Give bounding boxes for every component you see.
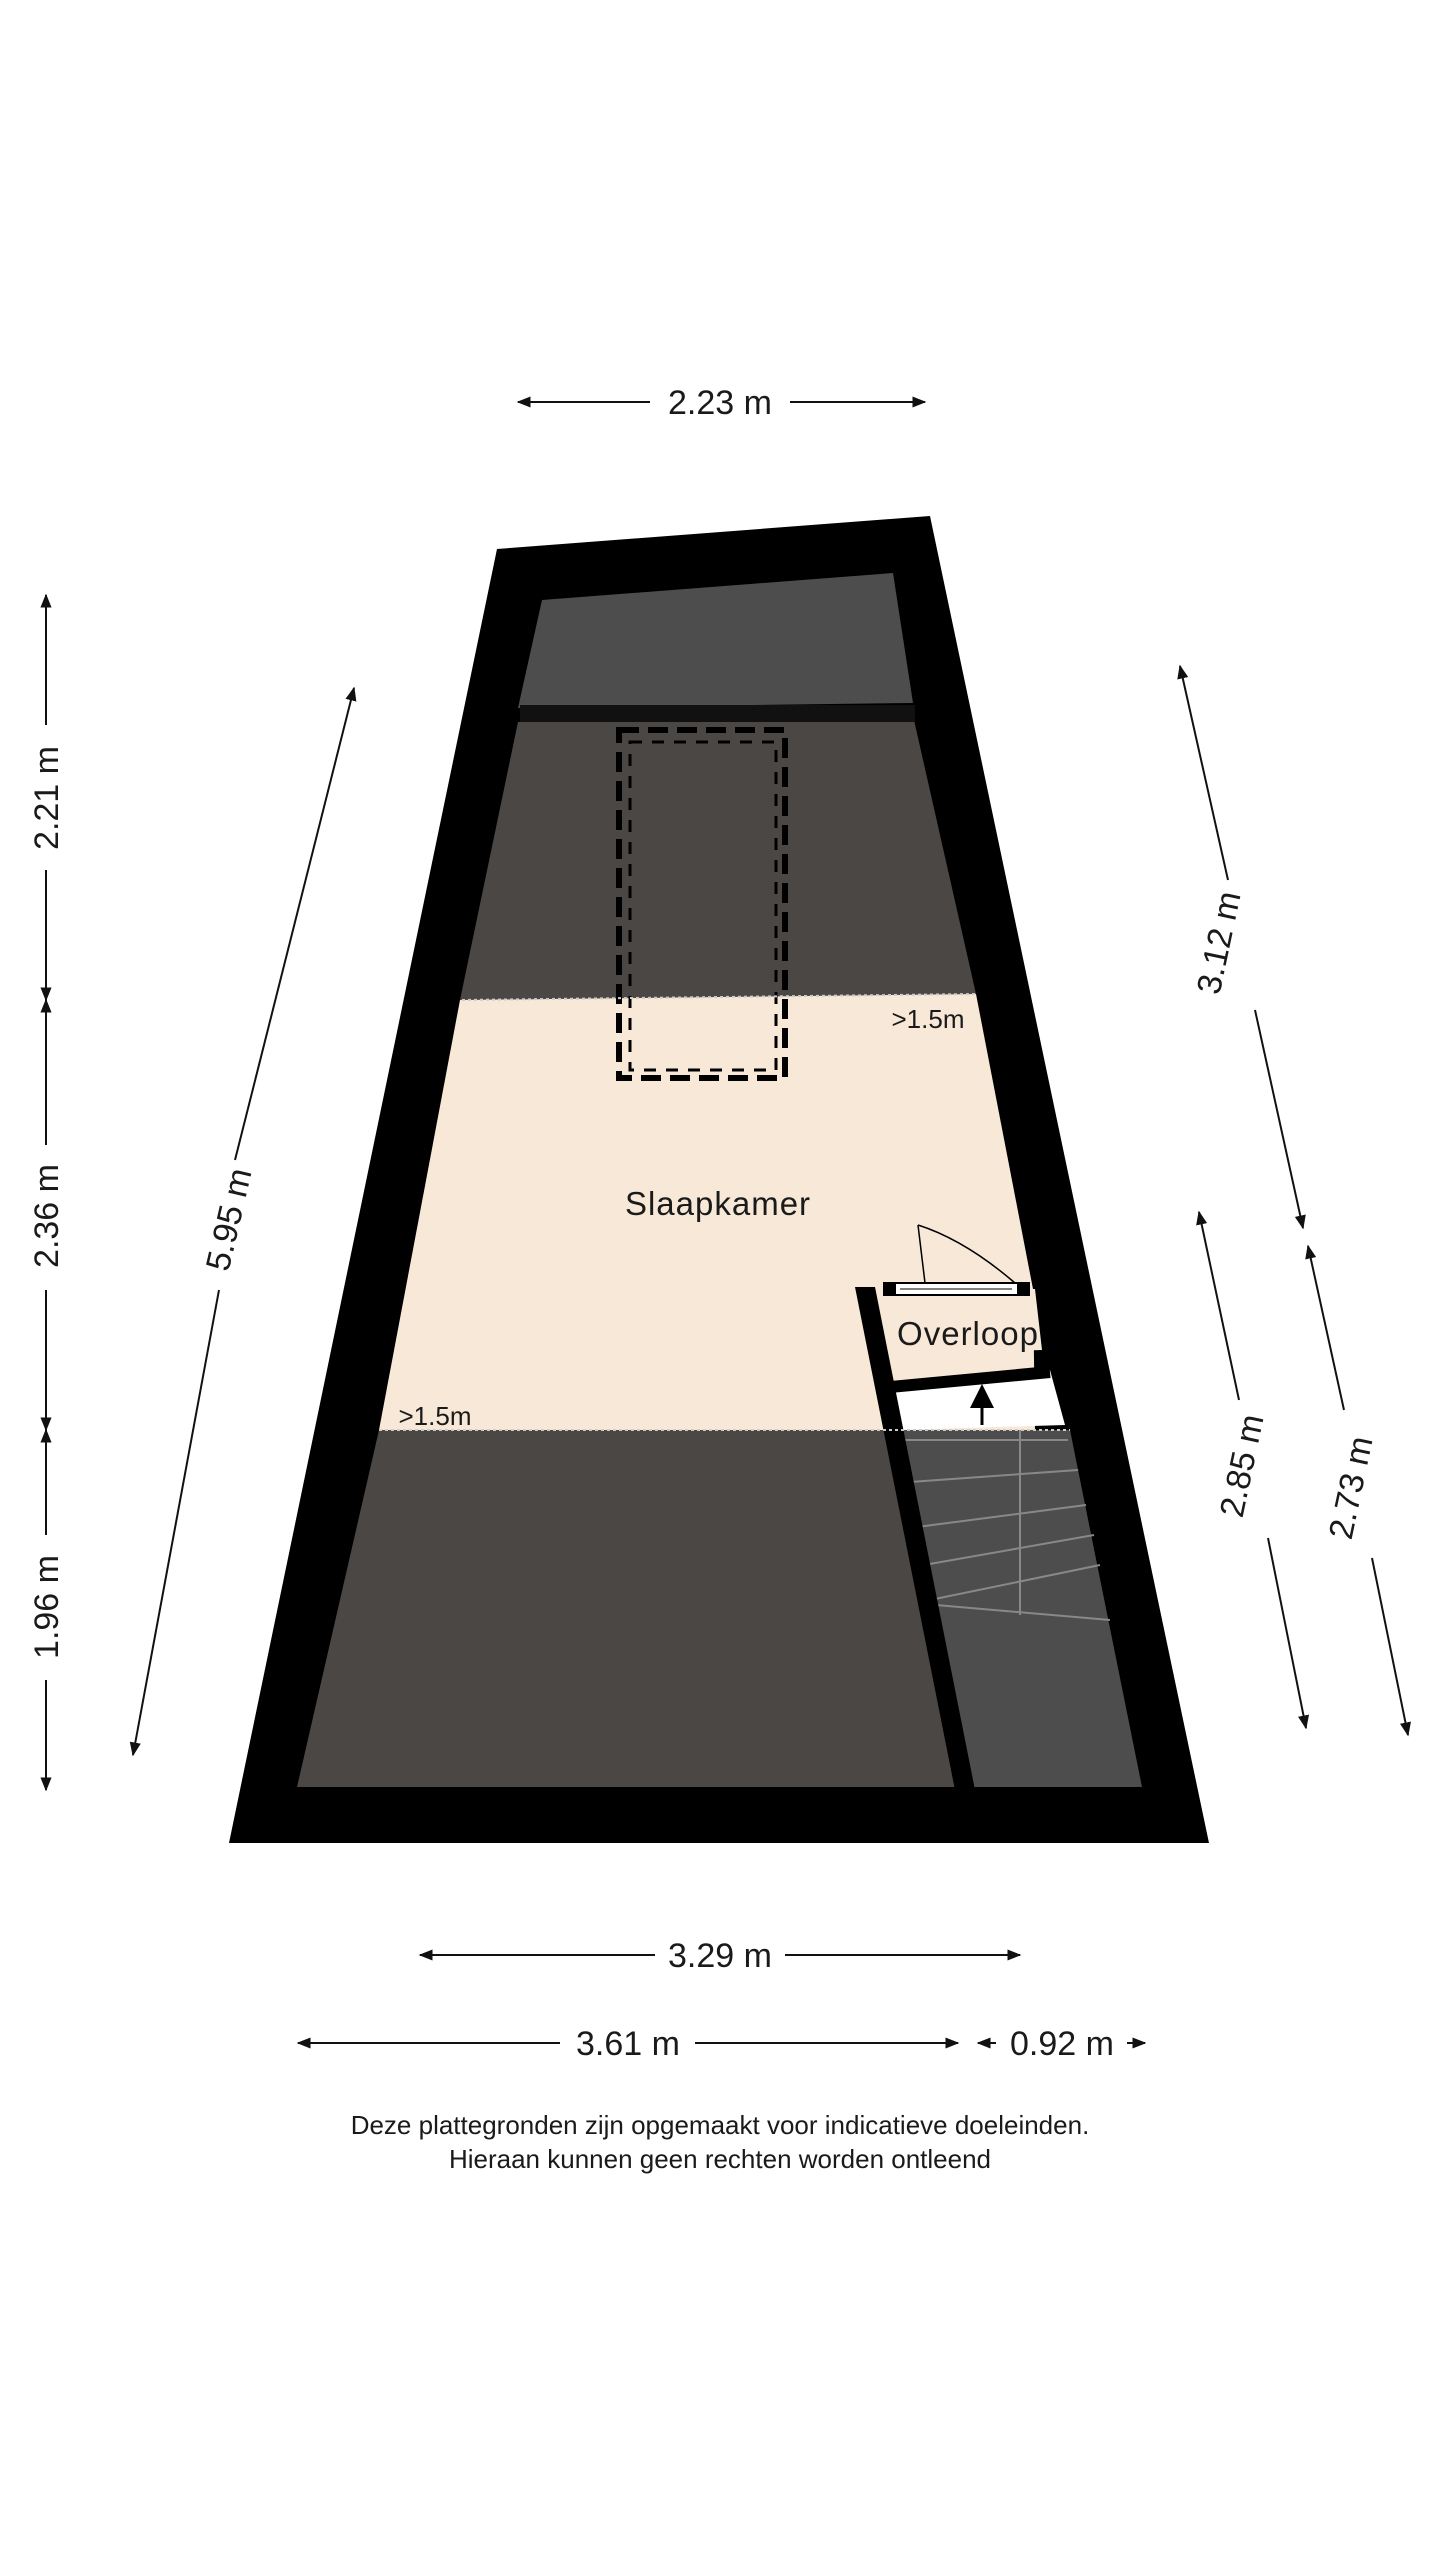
dim-right-outer-diagonal-label: 2.73 m [1322,1433,1381,1543]
landing-floor [866,1289,1042,1355]
dim-left-upper: 2.21 m [28,593,66,1002]
height-marker-top: >1.5m [892,1004,965,1034]
room-label-slaapkamer: Slaapkamer [625,1185,811,1222]
dim-right-outer-diagonal: 2.73 m [1305,1244,1411,1737]
dim-bottom-inner: 3.29 m [418,1937,1022,1975]
dim-left-middle: 2.36 m [28,998,66,1432]
skylight-outline [616,727,788,1081]
disclaimer: Deze plattegronden zijn opgemaakt voor i… [0,2108,1440,2176]
landing-inner-wall [855,1287,975,1790]
dim-bottom-right: 0.92 m [976,2025,1147,2063]
door [883,1224,1030,1296]
ceiling-beam [520,705,915,722]
floor-top-strip [518,573,913,708]
dim-bottom-inner-label: 3.29 m [668,1937,772,1975]
dim-left-upper-label: 2.21 m [28,746,66,850]
dim-bottom-left: 3.61 m [296,2025,960,2063]
dim-bottom-left-label: 3.61 m [576,2025,680,2063]
stair-treads [903,1430,1111,1621]
dim-left-lower: 1.96 m [28,1428,66,1792]
room-label-overloop: Overloop [897,1315,1039,1352]
floor-low-top [460,720,976,1000]
disclaimer-line-2: Hieraan kunnen geen rechten worden ontle… [448,2144,992,2174]
height-line-top [461,993,977,1001]
floor-low-bottom [297,1430,956,1787]
landing-rail [879,1366,1051,1394]
stair-up-arrow [970,1384,994,1425]
dim-bottom-right-label: 0.92 m [1010,2025,1114,2063]
dim-left-lower-label: 1.96 m [28,1555,66,1659]
dim-top-width-label: 2.23 m [668,384,772,422]
dim-right-upper-diagonal-label: 3.12 m [1190,888,1249,998]
dim-left-diagonal-label: 5.95 m [199,1165,259,1275]
dim-right-upper-diagonal: 3.12 m [1177,664,1306,1230]
dim-top-width: 2.23 m [516,384,927,422]
dim-right-inner-diagonal: 2.85 m [1196,1210,1310,1730]
height-marker-left: >1.5m [399,1401,472,1431]
dim-right-inner-diagonal-label: 2.85 m [1213,1411,1272,1521]
dim-left-middle-label: 2.36 m [28,1164,66,1268]
disclaimer-line-1: Deze plattegronden zijn opgemaakt voor i… [350,2110,1090,2140]
